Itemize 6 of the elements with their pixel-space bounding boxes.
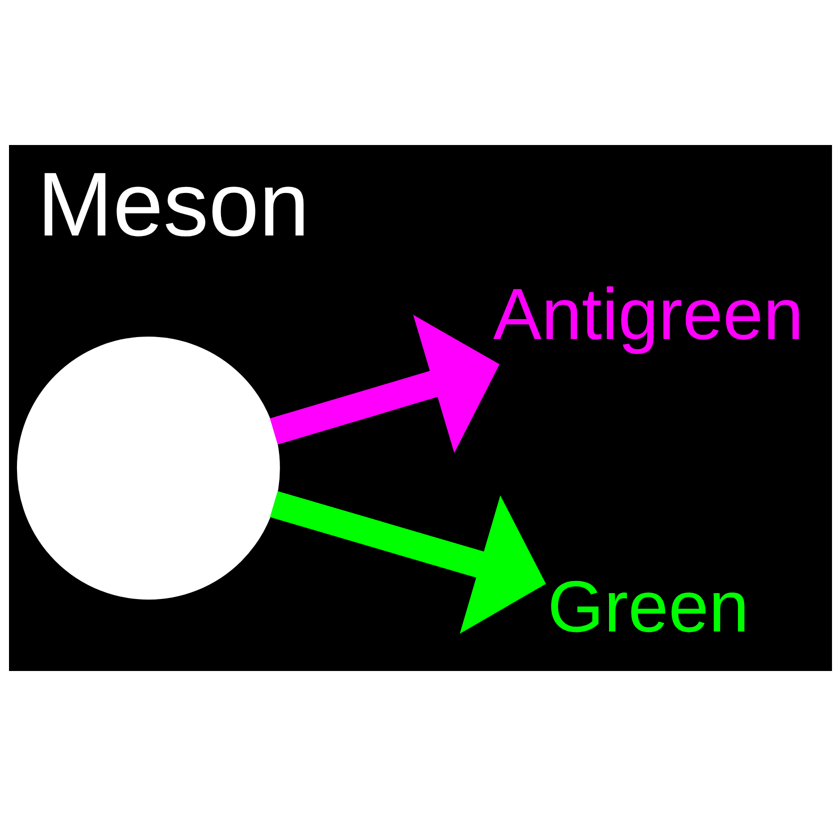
arrow <box>269 314 500 454</box>
node-text: Green <box>547 566 749 648</box>
diagram-title: Meson <box>36 154 309 256</box>
node-circle <box>16 336 280 600</box>
node-text: Antigreen <box>492 274 804 356</box>
arrow <box>269 491 546 634</box>
